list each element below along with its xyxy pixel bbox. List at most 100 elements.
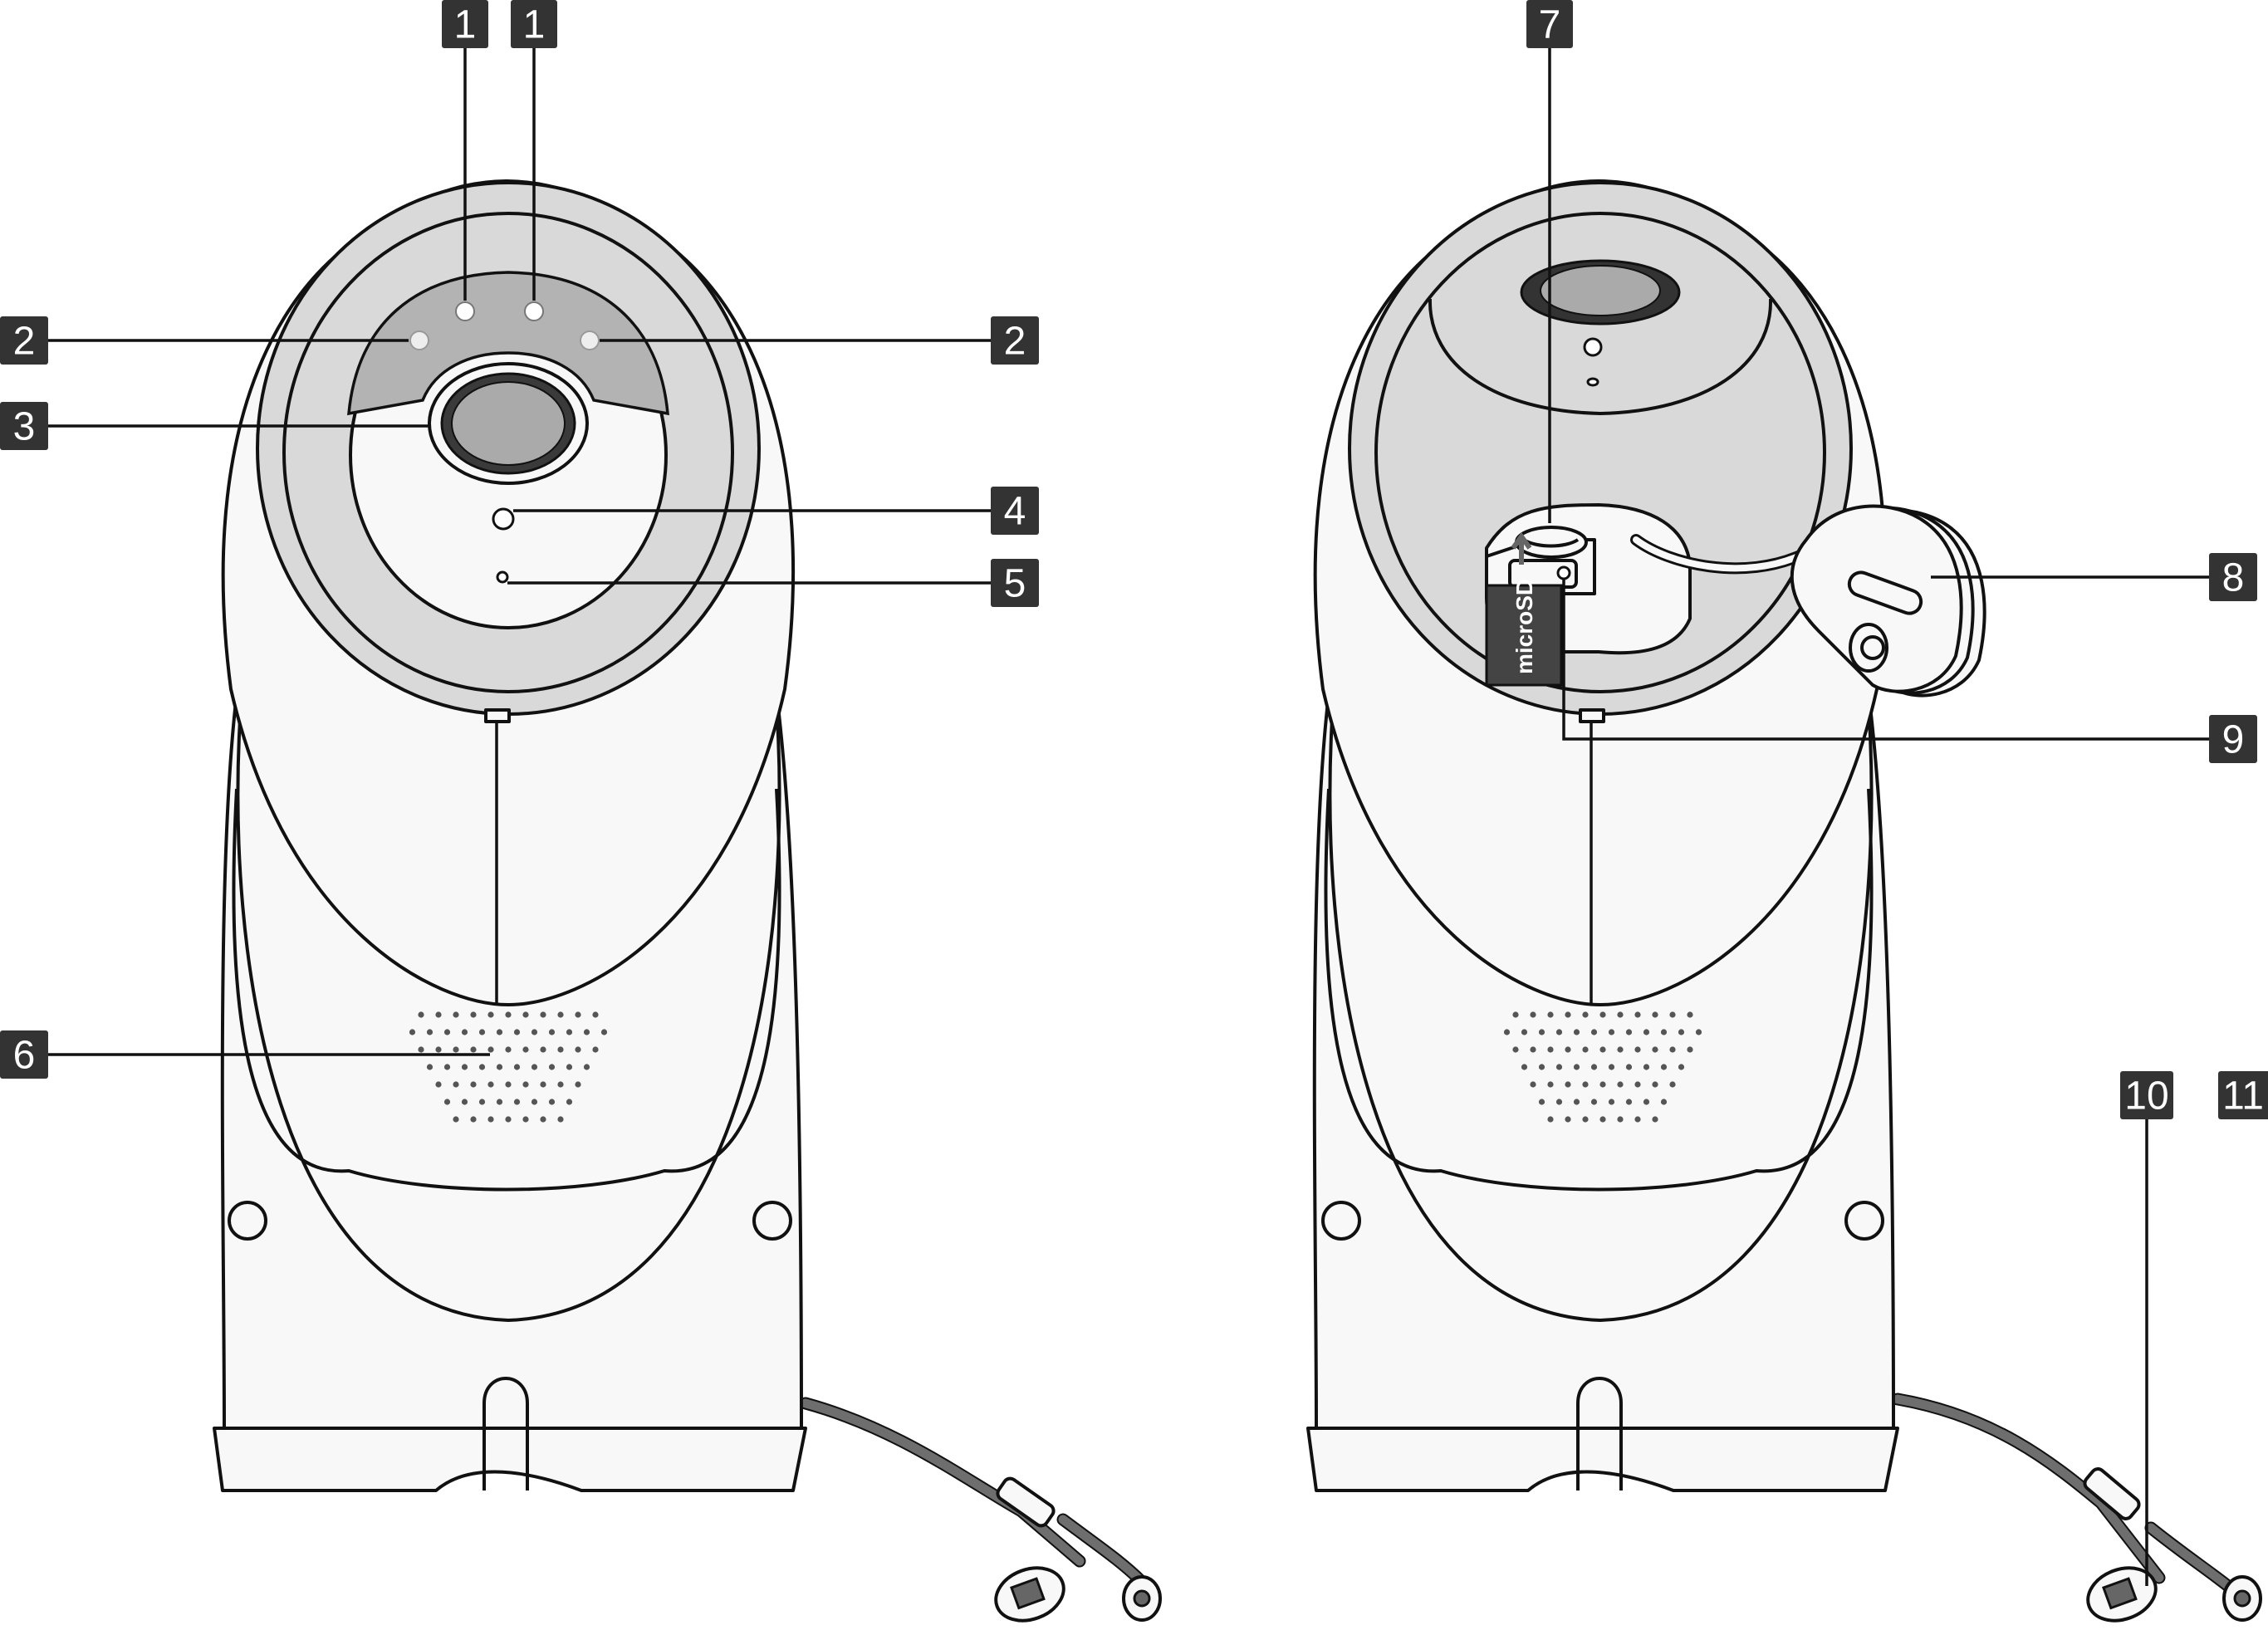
- speaker-hole: [1687, 1046, 1693, 1053]
- front-indicator: [484, 708, 511, 723]
- speaker-hole: [548, 1064, 556, 1070]
- speaker-hole: [1512, 1046, 1519, 1053]
- label-ethernet-port: 10: [2120, 1071, 2173, 1119]
- speaker-hole: [1503, 1029, 1511, 1035]
- speaker-hole: [435, 1081, 442, 1088]
- label-microphone: 5: [991, 559, 1039, 607]
- speaker-hole: [1555, 1099, 1563, 1105]
- label-lens: 3: [0, 402, 48, 450]
- speaker-grille: [409, 1011, 608, 1123]
- label-ir-led-left: 2: [0, 316, 48, 365]
- speaker-hole: [487, 1116, 494, 1123]
- microphone-hole: [496, 570, 509, 584]
- speaker-hole: [1617, 1011, 1624, 1018]
- speaker-hole: [1521, 1064, 1528, 1070]
- speaker-hole: [1678, 1064, 1685, 1070]
- speaker-hole: [496, 1099, 503, 1105]
- speaker-hole: [1582, 1116, 1589, 1123]
- speaker-hole: [505, 1011, 512, 1018]
- speaker-hole: [1617, 1046, 1624, 1053]
- speaker-hole: [575, 1011, 581, 1018]
- front-cable: [799, 1397, 1149, 1588]
- speaker-hole: [600, 1029, 608, 1035]
- speaker-hole: [1547, 1116, 1554, 1123]
- speaker-hole: [1590, 1029, 1598, 1035]
- open-cable: [1891, 1393, 2249, 1605]
- label-text: 11: [2222, 1074, 2264, 1118]
- label-light-sensor: 4: [991, 487, 1039, 535]
- speaker-hole: [540, 1046, 546, 1053]
- front-base: [213, 1427, 807, 1492]
- open-body-contour: [1328, 705, 1874, 1323]
- open-indicator: [1579, 708, 1605, 723]
- label-lens-led-right: 1: [511, 0, 557, 48]
- speaker-hole: [435, 1011, 442, 1018]
- label-power-port-badge: 11: [2218, 1071, 2268, 1119]
- speaker-hole: [531, 1099, 538, 1105]
- speaker-hole: [1634, 1011, 1641, 1018]
- leader-lines: [48, 46, 2209, 1586]
- speaker-hole: [592, 1011, 599, 1018]
- speaker-hole: [1565, 1116, 1571, 1123]
- speaker-hole: [557, 1116, 564, 1123]
- speaker-hole: [1634, 1081, 1641, 1088]
- speaker-hole: [531, 1029, 538, 1035]
- speaker-hole: [1634, 1116, 1641, 1123]
- speaker-hole: [1652, 1081, 1658, 1088]
- speaker-hole: [487, 1081, 494, 1088]
- front-led-band: [347, 271, 669, 416]
- speaker-hole: [496, 1029, 503, 1035]
- label-cover: 8: [2209, 553, 2257, 601]
- open-mount-hole-left: [1321, 1201, 1361, 1241]
- speaker-hole: [1547, 1011, 1554, 1018]
- speaker-hole: [1599, 1116, 1606, 1123]
- speaker-hole: [1634, 1046, 1641, 1053]
- speaker-hole: [478, 1064, 486, 1070]
- speaker-hole: [505, 1081, 512, 1088]
- speaker-hole: [461, 1099, 468, 1105]
- speaker-hole: [583, 1064, 590, 1070]
- front-chin: [232, 788, 781, 1192]
- microsd-label: microSD: [1511, 579, 1537, 674]
- speaker-hole: [1530, 1011, 1536, 1018]
- speaker-hole: [522, 1081, 529, 1088]
- speaker-hole: [1530, 1081, 1536, 1088]
- open-base: [1306, 1427, 1899, 1492]
- speaker-hole: [1538, 1099, 1545, 1105]
- speaker-hole: [513, 1099, 521, 1105]
- speaker-hole: [470, 1081, 477, 1088]
- speaker-hole: [1599, 1081, 1606, 1088]
- speaker-hole: [575, 1046, 581, 1053]
- label-badges: 1 1 2 2 3 4 5 6: [0, 0, 2268, 1119]
- speaker-hole: [470, 1116, 477, 1123]
- speaker-hole: [478, 1099, 486, 1105]
- speaker-hole: [505, 1116, 512, 1123]
- speaker-hole: [1687, 1011, 1693, 1018]
- speaker-hole: [496, 1064, 503, 1070]
- speaker-hole: [487, 1046, 494, 1053]
- speaker-hole: [470, 1011, 477, 1018]
- speaker-hole: [435, 1046, 442, 1053]
- speaker-hole: [1643, 1029, 1650, 1035]
- label-text: 2: [13, 320, 36, 364]
- open-speaker-grille: [1503, 1011, 1702, 1123]
- label-text: 3: [13, 405, 36, 449]
- label-text: 7: [1539, 3, 1561, 47]
- speaker-hole: [1573, 1029, 1580, 1035]
- speaker-hole: [1538, 1029, 1545, 1035]
- label-speaker: 6: [0, 1030, 48, 1079]
- speaker-hole: [443, 1064, 451, 1070]
- front-stand-slot: [483, 1377, 529, 1490]
- speaker-hole: [513, 1064, 521, 1070]
- speaker-hole: [1599, 1046, 1606, 1053]
- speaker-hole: [418, 1011, 424, 1018]
- speaker-hole: [522, 1116, 529, 1123]
- front-power-connector: [1122, 1575, 1162, 1622]
- speaker-hole: [566, 1099, 573, 1105]
- speaker-hole: [1625, 1064, 1633, 1070]
- speaker-hole: [557, 1046, 564, 1053]
- speaker-hole: [575, 1081, 581, 1088]
- speaker-hole: [1695, 1029, 1702, 1035]
- open-top-recess: [1428, 298, 1773, 416]
